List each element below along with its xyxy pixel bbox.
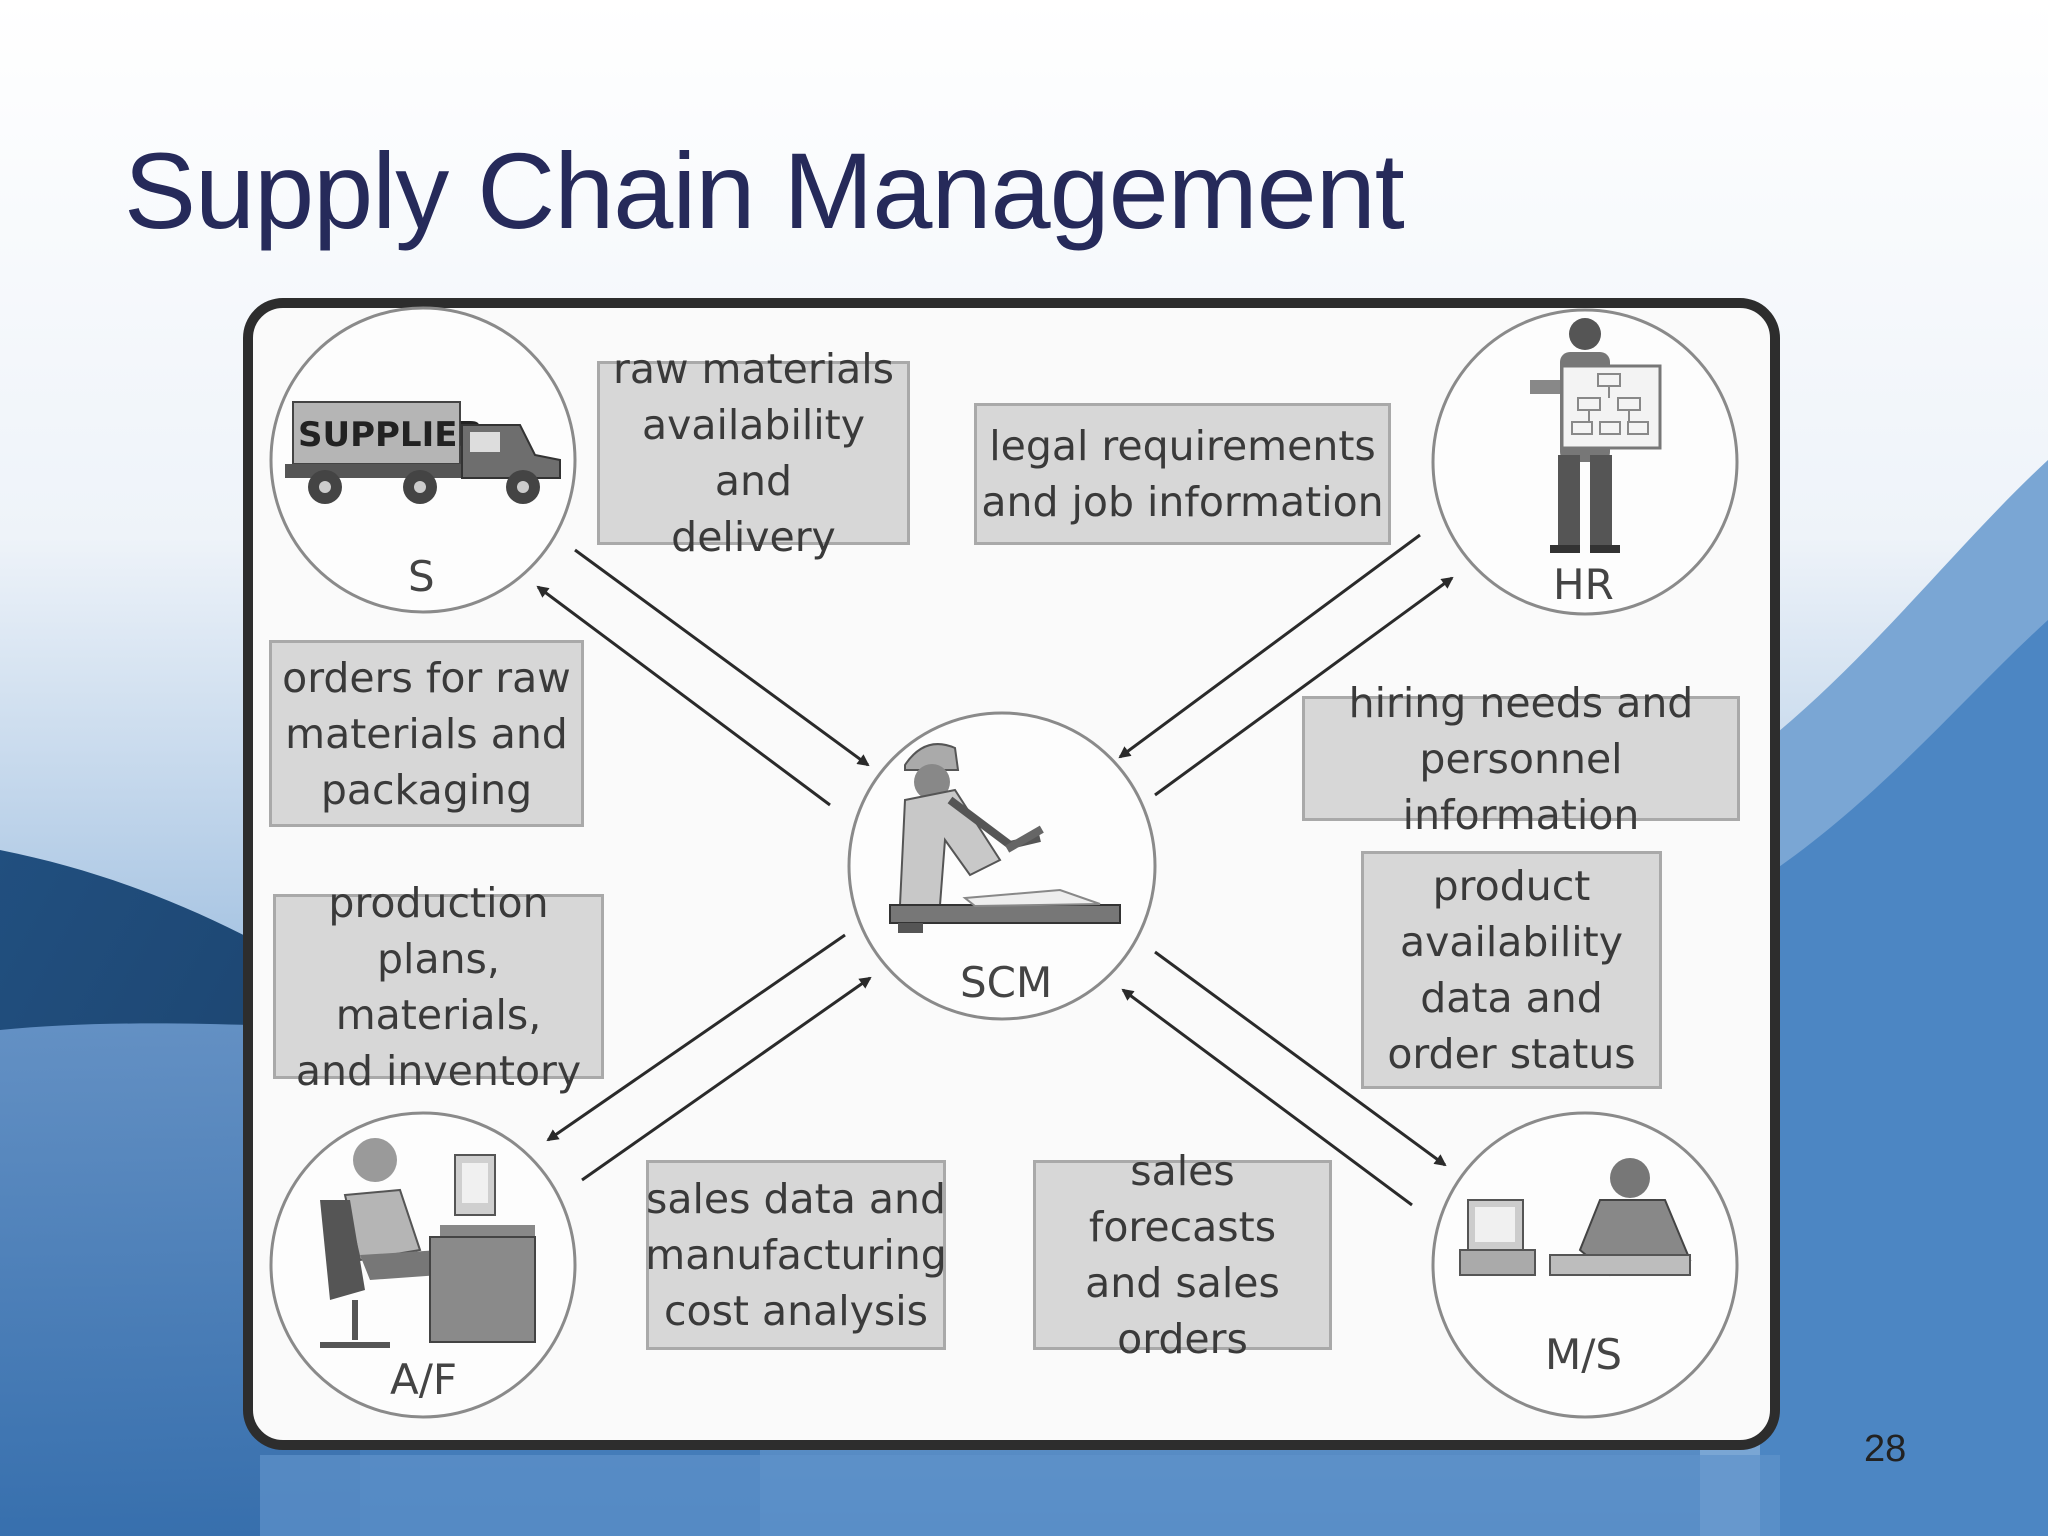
flow-label-raw-materials: raw materials availability and delivery — [597, 345, 910, 561]
ms-worker-icon — [1459, 1158, 1692, 1277]
flow-label-hiring: hiring needs and personnel information — [1302, 679, 1740, 839]
supplier-sign: SUPPLIER — [298, 415, 484, 455]
af-worker-icon — [320, 1138, 536, 1348]
scm-worker-icon — [889, 743, 1121, 933]
flow-label-legal: legal requirements and job information — [974, 403, 1391, 545]
slide-title: Supply Chain Management — [124, 130, 1405, 251]
arrow-scm-to-af — [546, 933, 846, 1142]
node-label-hr: HR — [1553, 560, 1614, 609]
hr-person-icon — [1530, 318, 1662, 553]
arrow-scm-to-s — [536, 585, 831, 807]
flow-label-sales-forecasts: sales forecasts and sales orders — [1033, 1147, 1332, 1363]
truck-icon: SUPPLIER — [285, 401, 561, 504]
node-label-ms: M/S — [1545, 1330, 1623, 1379]
arrow-ms-to-scm — [1121, 988, 1413, 1207]
flow-label-production: production plans, materials, and invento… — [273, 879, 604, 1095]
page-number: 28 — [1864, 1428, 1907, 1470]
arrow-af-to-scm — [581, 976, 872, 1182]
flow-label-sales-data: sales data and manufacturing cost analys… — [645, 1160, 947, 1350]
arrow-scm-to-hr — [1154, 576, 1454, 797]
node-label-af: A/F — [390, 1355, 458, 1404]
arrow-s-to-scm — [574, 548, 870, 767]
flow-label-product-availability: product availability data and order stat… — [1361, 851, 1662, 1089]
arrow-scm-to-ms — [1154, 950, 1447, 1167]
flow-label-orders: orders for raw materials and packaging — [269, 640, 584, 827]
arrow-hr-to-scm — [1118, 533, 1421, 759]
node-label-scm: SCM — [960, 958, 1053, 1007]
node-label-supplier: S — [408, 552, 435, 601]
